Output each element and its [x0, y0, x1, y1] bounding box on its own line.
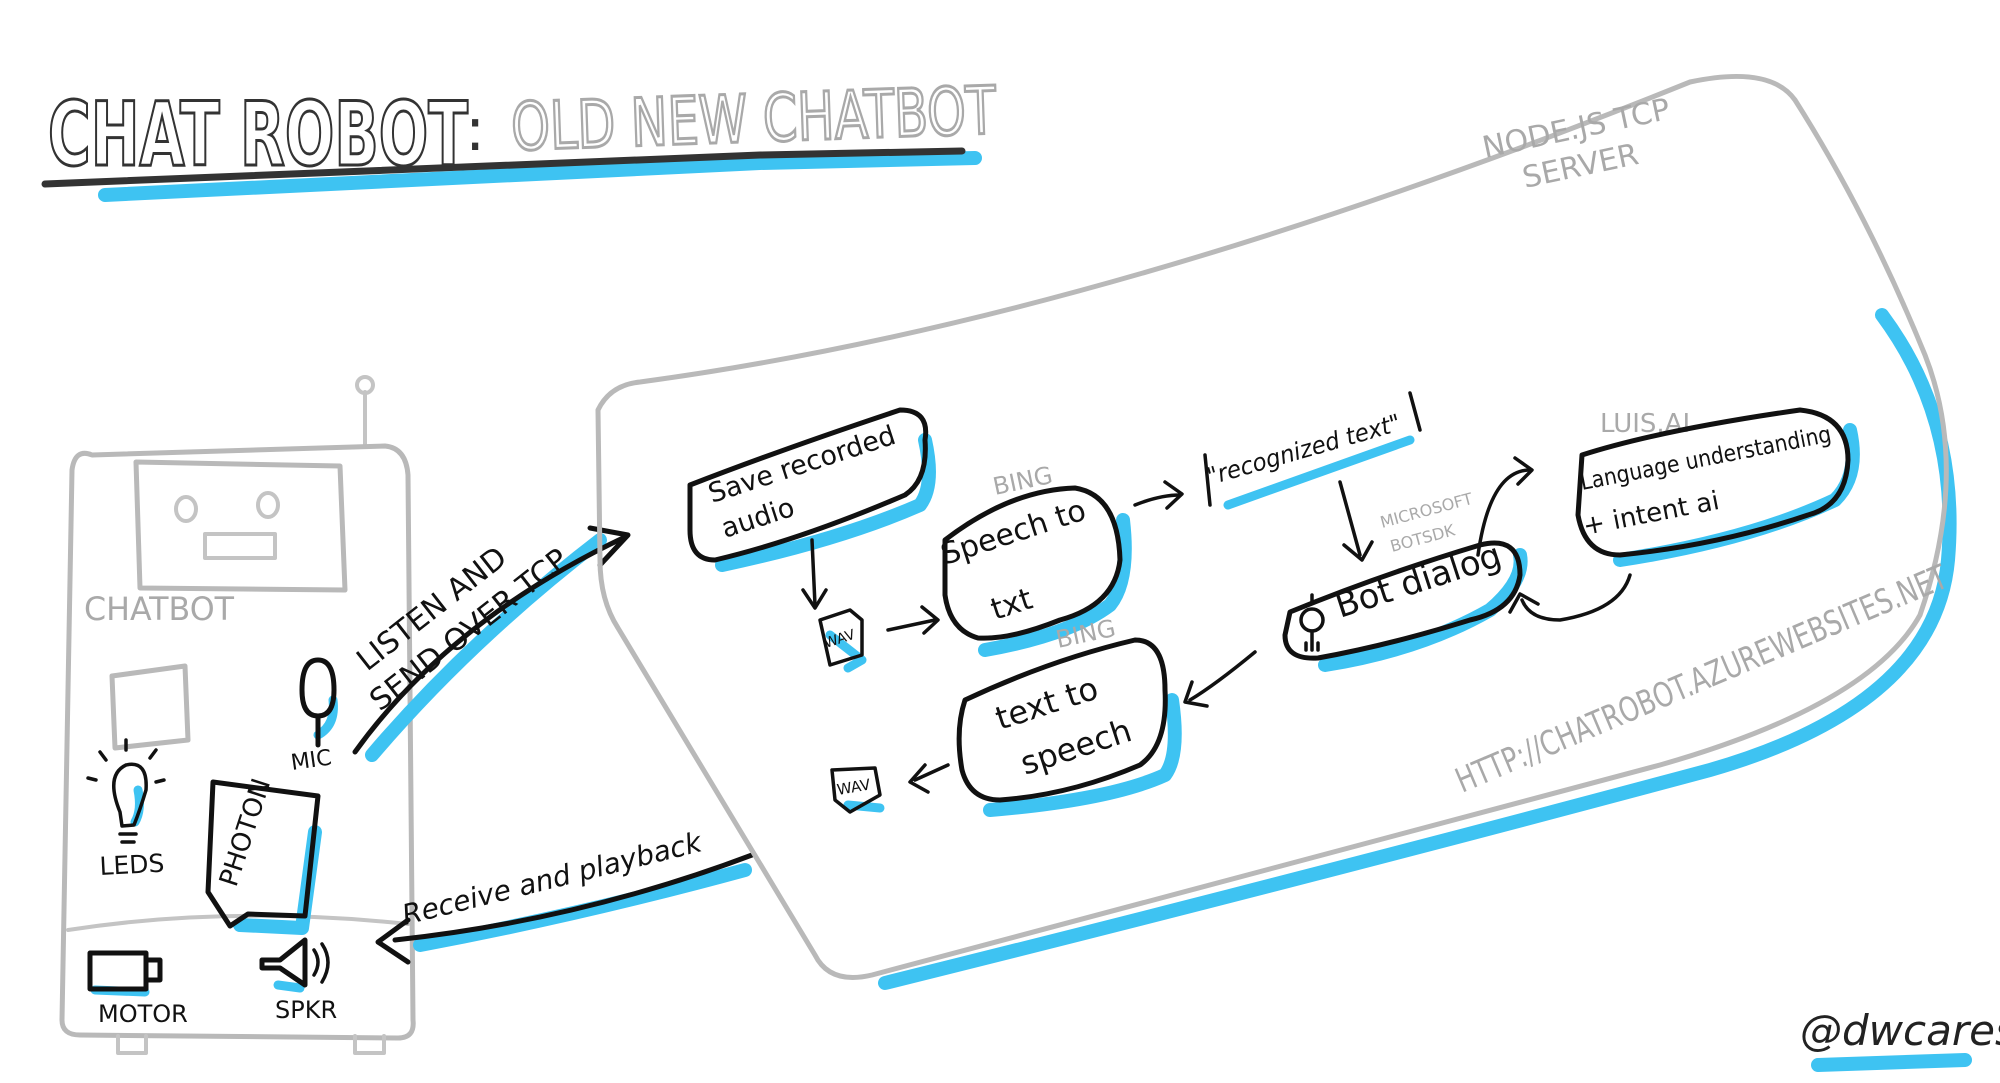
title-underline	[41, 147, 966, 188]
robot-label: CHATBOT	[84, 590, 234, 628]
mic-label: MIC	[289, 746, 333, 776]
recognized-to-bot-arrow	[1338, 480, 1362, 557]
bot-to-luis-arrow	[1476, 468, 1532, 557]
server-boundary	[595, 74, 1957, 990]
speaker-label: SPKR	[275, 996, 337, 1024]
lightbulb-icon	[86, 738, 166, 844]
tts-to-wav-arrow	[913, 763, 950, 782]
title-separator: :	[465, 95, 485, 165]
stt-line1: Speech to	[937, 493, 1091, 573]
stt-line2: txt	[987, 581, 1037, 627]
title-main: CHAT ROBOT	[48, 83, 468, 186]
photon-board	[205, 779, 322, 935]
signature	[1811, 1053, 1972, 1072]
wav-to-stt-arrow	[886, 618, 937, 632]
bot-avatar-icon	[1299, 593, 1325, 652]
save-to-wav-arrow	[810, 538, 817, 607]
wav-file-icon	[818, 608, 867, 673]
photon-label: PHOTON	[214, 775, 277, 890]
send-arrow	[352, 525, 631, 762]
title-group: CHAT ROBOT : OLD NEW CHATBOT	[41, 71, 999, 202]
leds-label: LEDS	[99, 849, 165, 881]
luis-to-bot-arrow	[1520, 573, 1632, 622]
bot-dialog-node	[1282, 540, 1528, 672]
tts-node	[956, 637, 1182, 817]
bot-to-tts-arrow	[1188, 650, 1257, 702]
save-audio-line1: Save recorded	[705, 420, 900, 510]
luis-label: LUIS.AI	[1600, 409, 1690, 439]
signature-text: @dwcares	[1800, 1006, 2000, 1055]
microphone-icon	[299, 657, 338, 748]
title-subtitle: OLD NEW CHATBOT	[510, 72, 998, 166]
motor-icon	[87, 950, 163, 997]
lu-line2: + intent ai	[1581, 486, 1722, 542]
speaker-icon	[259, 937, 330, 993]
robot-sketch-icon	[59, 375, 416, 1055]
wav-file-icon	[830, 766, 885, 814]
receive-arrow	[375, 852, 755, 965]
recognized-text-node	[1203, 391, 1422, 510]
title-underline-highlight	[98, 151, 982, 202]
save-audio-node	[687, 407, 936, 572]
stt-node	[942, 485, 1132, 657]
botsdk-line1: MICROSOFT	[1378, 489, 1475, 532]
language-understanding-node	[1575, 407, 1860, 567]
stt-to-recognized-arrow	[1133, 493, 1182, 507]
wav-out-label: WAV	[836, 775, 873, 799]
motor-label: MOTOR	[98, 1000, 188, 1028]
